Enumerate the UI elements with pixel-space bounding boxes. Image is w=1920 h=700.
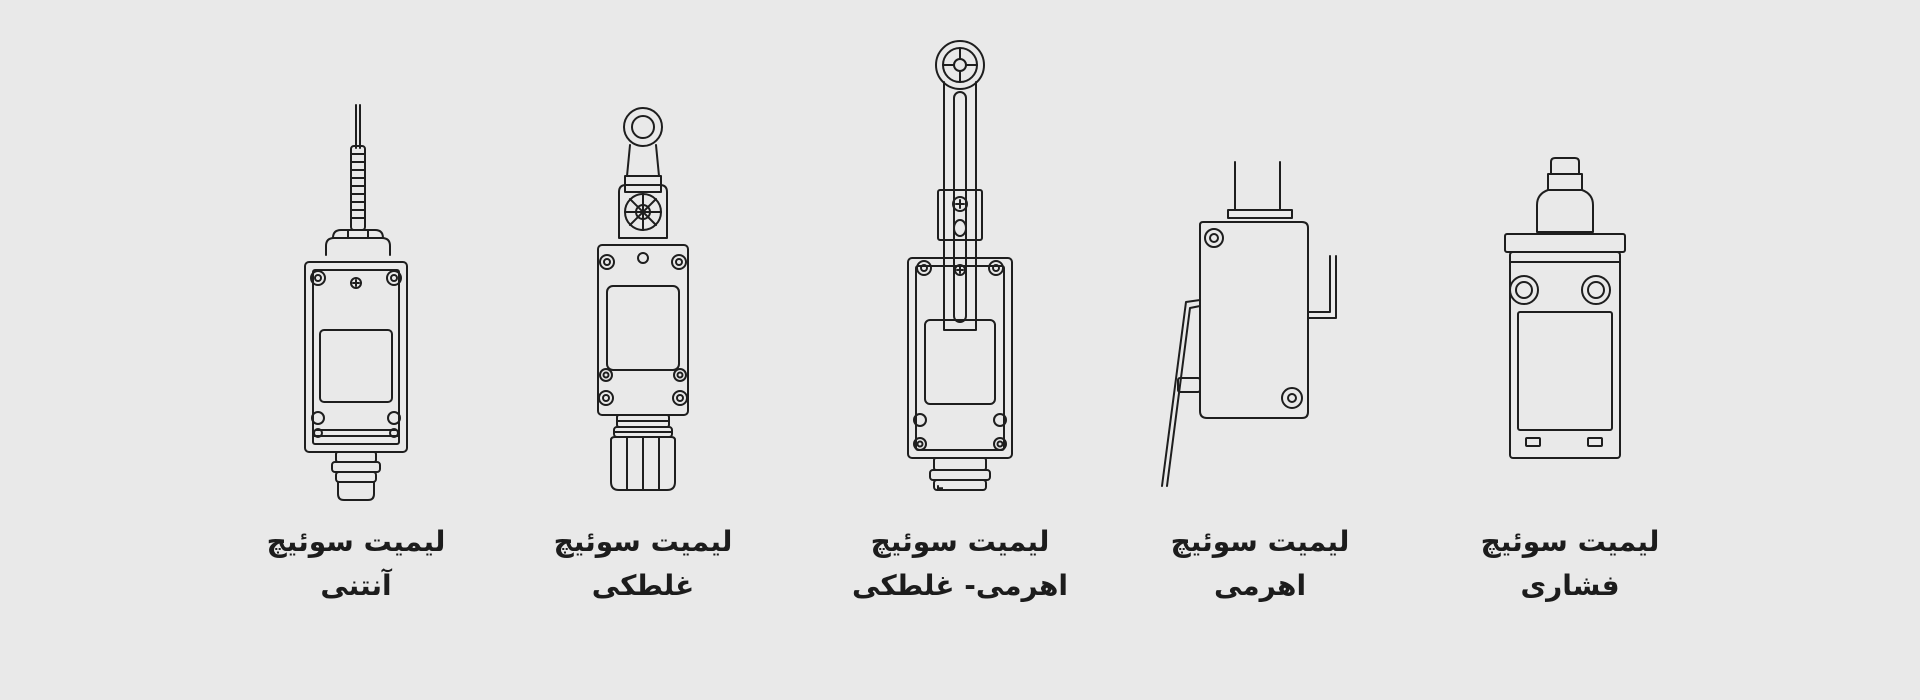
label-roller-switch: لیمیت سوئیچ غلطکی [493,520,793,608]
label-lever-switch: لیمیت سوئیچ اهرمی [1110,520,1410,608]
push-limit-switch-icon [1505,158,1625,458]
label-antenna-switch: لیمیت سوئیچ آنتنی [206,520,506,608]
label-antenna-line2: آنتنی [320,569,392,602]
label-push-switch: لیمیت سوئیچ فشاری [1420,520,1720,608]
label-lever-roller-line2: اهرمی- غلطکی [852,569,1068,602]
label-roller-line1: لیمیت سوئیچ [553,525,733,558]
label-lever-roller-line1: لیمیت سوئیچ [870,525,1050,558]
label-lever-line2: اهرمی [1213,569,1307,602]
label-push-line2: فشاری [1520,569,1620,602]
label-push-line1: لیمیت سوئیچ [1480,525,1660,558]
label-antenna-line1: لیمیت سوئیچ [266,525,446,558]
label-lever-line1: لیمیت سوئیچ [1170,525,1350,558]
antenna-limit-switch-icon [305,105,407,500]
roller-limit-switch-icon [598,108,688,490]
lever-limit-switch-icon [1162,162,1336,486]
lever-roller-limit-switch-icon [908,41,1012,490]
label-roller-line2: غلطکی [591,569,695,602]
label-lever-roller-switch: لیمیت سوئیچ اهرمی- غلطکی [810,520,1110,608]
